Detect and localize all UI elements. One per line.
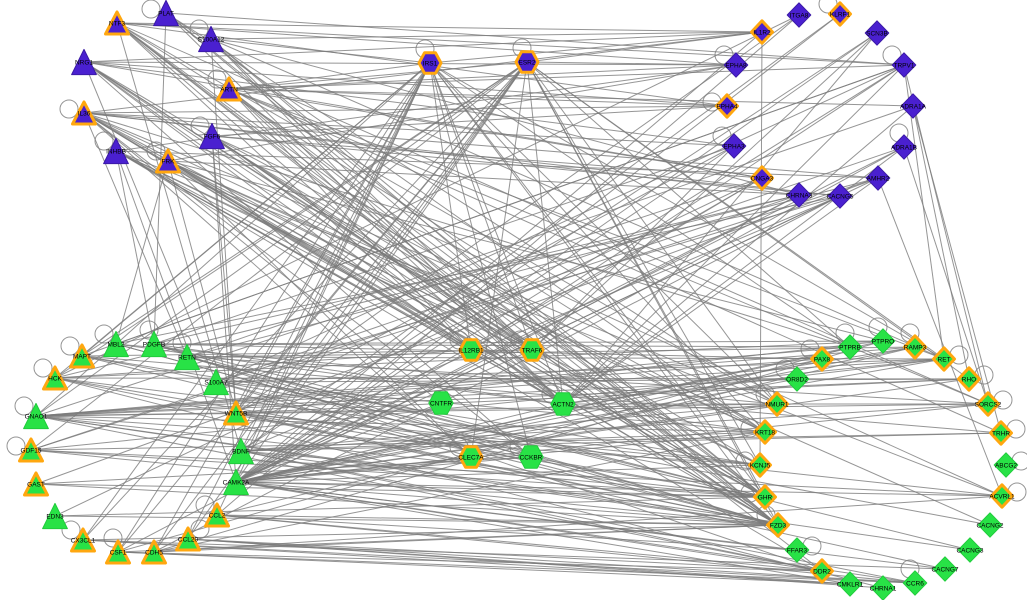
svg-text:ADRA1A: ADRA1A [900, 103, 927, 110]
svg-text:GAST: GAST [27, 481, 45, 488]
svg-text:KLRF1: KLRF1 [830, 11, 851, 18]
svg-text:CX3CL1: CX3CL1 [71, 537, 96, 544]
svg-text:RET: RET [938, 356, 951, 363]
svg-text:CACNG7: CACNG7 [931, 566, 958, 573]
svg-text:EPHA3: EPHA3 [723, 143, 745, 150]
svg-text:CCL2: CCL2 [209, 512, 226, 519]
svg-text:WNT5B: WNT5B [225, 410, 248, 417]
svg-text:MAPT: MAPT [73, 353, 91, 360]
svg-text:FZD3: FZD3 [770, 522, 787, 529]
svg-text:PAX8: PAX8 [814, 356, 831, 363]
svg-text:KCNJ5: KCNJ5 [750, 462, 771, 469]
svg-text:ADRA1B: ADRA1B [891, 144, 917, 151]
svg-text:ACTN2: ACTN2 [552, 401, 574, 408]
svg-text:CLEC7A: CLEC7A [458, 454, 484, 461]
svg-text:ITGA8: ITGA8 [790, 12, 809, 19]
svg-text:CDH5: CDH5 [145, 549, 163, 556]
svg-text:IRS1: IRS1 [423, 60, 438, 67]
svg-text:INHBB: INHBB [106, 148, 126, 155]
svg-text:CNGA3: CNGA3 [751, 175, 774, 182]
svg-text:TRAF6: TRAF6 [522, 347, 543, 354]
svg-text:GDF15: GDF15 [21, 447, 42, 454]
svg-text:EDN3: EDN3 [46, 513, 64, 520]
svg-text:S100A7: S100A7 [204, 379, 228, 386]
svg-text:CAMK2A: CAMK2A [223, 479, 250, 486]
svg-text:ACVRL1: ACVRL1 [989, 493, 1015, 500]
svg-text:CACNG3: CACNG3 [956, 547, 983, 554]
svg-text:GNAO1: GNAO1 [25, 413, 48, 420]
svg-text:PLAT: PLAT [158, 10, 174, 17]
svg-text:PTPRO: PTPRO [872, 338, 894, 345]
svg-text:CHRNA3: CHRNA3 [786, 192, 813, 199]
svg-text:FFAR3: FFAR3 [787, 547, 808, 554]
svg-text:CCR6: CCR6 [906, 580, 924, 587]
svg-text:RAMP3: RAMP3 [904, 344, 927, 351]
svg-text:CNTFR: CNTFR [430, 400, 452, 407]
svg-text:NMUR1: NMUR1 [765, 401, 788, 408]
svg-text:MBL2: MBL2 [108, 341, 125, 348]
svg-text:NTF3: NTF3 [109, 20, 126, 27]
svg-text:CMKLR1: CMKLR1 [837, 581, 864, 588]
svg-text:SORCS2: SORCS2 [975, 401, 1002, 408]
svg-text:CCKBR: CCKBR [520, 454, 543, 461]
svg-text:PTPRB: PTPRB [839, 344, 861, 351]
svg-text:CHRNA1: CHRNA1 [870, 585, 897, 592]
svg-text:CACNG2: CACNG2 [976, 522, 1003, 529]
svg-text:IL12RB1: IL12RB1 [458, 347, 484, 354]
svg-text:CACNG5: CACNG5 [826, 193, 853, 200]
svg-text:IL1R2: IL1R2 [753, 29, 771, 36]
svg-text:S100A12: S100A12 [198, 36, 225, 43]
svg-text:GHR: GHR [758, 494, 773, 501]
svg-text:FGF6: FGF6 [204, 133, 221, 140]
svg-text:CSF1: CSF1 [110, 549, 127, 556]
svg-text:TRPV1: TRPV1 [894, 62, 915, 69]
svg-text:AMHR2: AMHR2 [867, 175, 890, 182]
svg-text:ABCG2: ABCG2 [995, 462, 1017, 469]
svg-text:BDNF: BDNF [232, 448, 250, 455]
svg-text:ESR2: ESR2 [519, 59, 536, 66]
svg-text:DDR2: DDR2 [813, 568, 831, 575]
svg-text:NRG1: NRG1 [75, 59, 93, 66]
svg-text:RETN: RETN [178, 354, 196, 361]
svg-text:HCK: HCK [48, 375, 62, 382]
svg-text:CCL20: CCL20 [178, 536, 199, 543]
svg-text:EPHA8: EPHA8 [725, 62, 747, 69]
svg-text:IL36: IL36 [78, 110, 91, 117]
svg-text:RHO: RHO [962, 376, 976, 383]
svg-text:TRHR: TRHR [992, 430, 1010, 437]
svg-text:PDGFB: PDGFB [143, 341, 165, 348]
svg-text:ARTN: ARTN [220, 86, 238, 93]
svg-text:SCN3B: SCN3B [866, 30, 888, 37]
svg-text:FRK: FRK [162, 158, 176, 165]
svg-text:EPHA4: EPHA4 [716, 103, 738, 110]
svg-text:OR8D2: OR8D2 [786, 376, 808, 383]
svg-text:KRT18: KRT18 [755, 429, 775, 436]
